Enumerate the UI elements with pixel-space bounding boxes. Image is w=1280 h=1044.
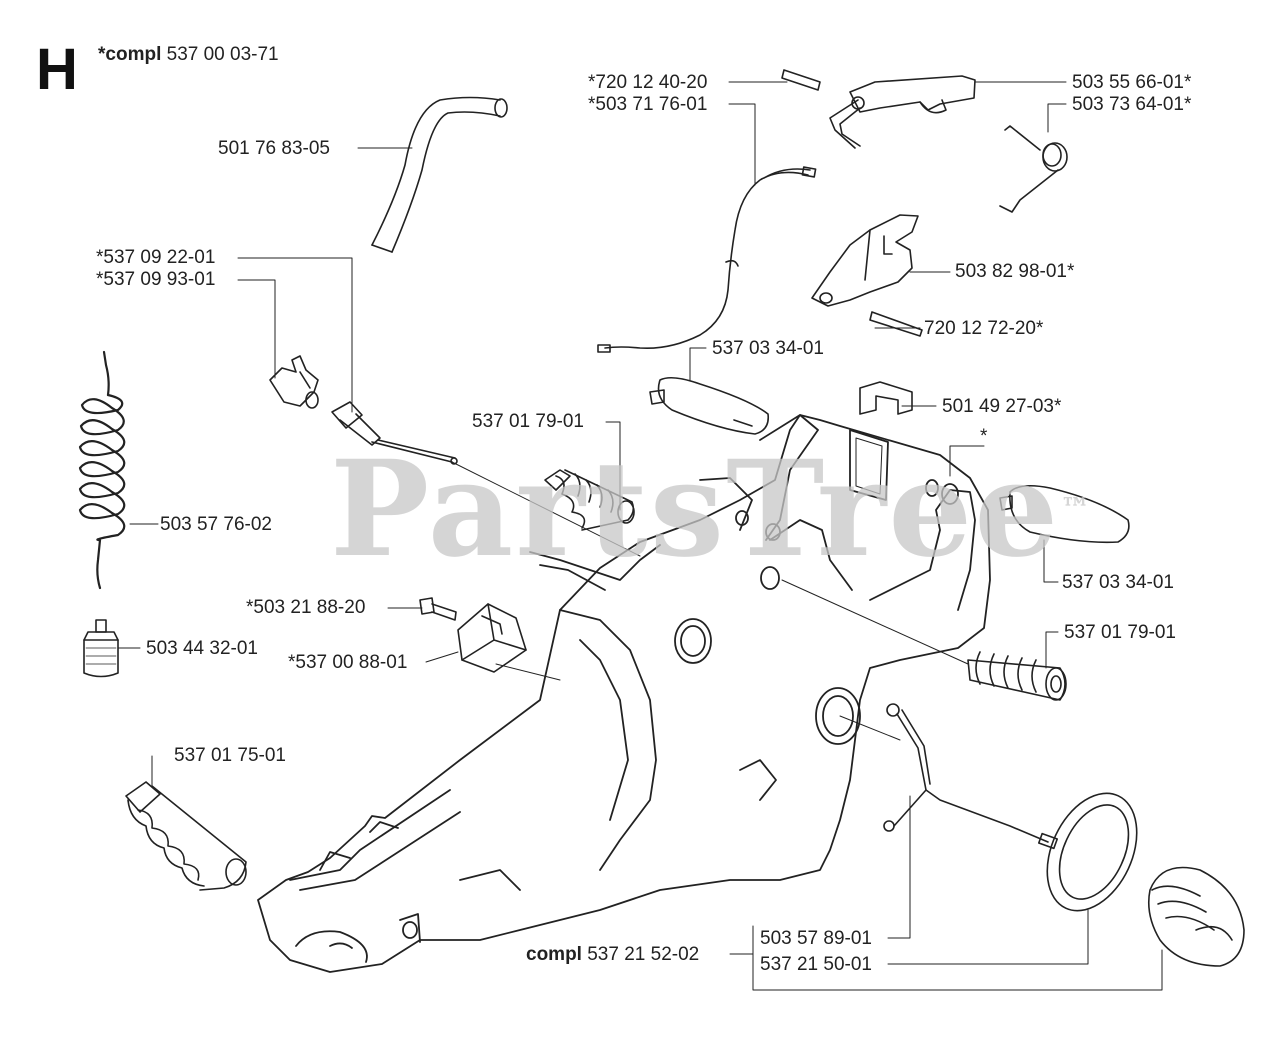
cap-retainer-strap-icon <box>883 703 1059 850</box>
part-label-537-00-88-01[interactable]: *537 00 88-01 <box>288 652 408 673</box>
choke-rod-icon <box>331 401 458 465</box>
part-label-503-57-76-02[interactable]: 503 57 76-02 <box>160 514 272 535</box>
part-label-537-09-93-01[interactable]: *537 09 93-01 <box>96 269 216 290</box>
part-label-537-01-79-01-right[interactable]: 537 01 79-01 <box>1064 622 1176 643</box>
part-label-503-71-76-01[interactable]: *503 71 76-01 <box>588 94 708 115</box>
bracket-clip-icon <box>859 381 913 415</box>
connector-valve-icon <box>269 355 319 409</box>
throttle-cable-icon <box>597 166 817 353</box>
part-label-537-03-34-01-top[interactable]: 537 03 34-01 <box>712 338 824 359</box>
watermark: PartsTree™ <box>330 432 1093 587</box>
part-label-537-09-22-01[interactable]: *537 09 22-01 <box>96 247 216 268</box>
part-label-537-03-34-01-right[interactable]: 537 03 34-01 <box>1062 572 1174 593</box>
fuel-cap-icon <box>1147 866 1245 967</box>
buffer-plug-icon <box>457 603 527 673</box>
part-label-compl-537-21-52-02[interactable]: compl 537 21 52-02 <box>526 944 700 965</box>
cover-plate-icon <box>649 376 770 435</box>
part-label-503-55-66-01[interactable]: 503 55 66-01* <box>1072 72 1192 93</box>
part-label-503-21-88-20[interactable]: *503 21 88-20 <box>246 597 366 618</box>
screw-icon <box>419 597 457 621</box>
part-label-star[interactable]: * <box>980 426 988 447</box>
front-anti-vibration-spring-icon <box>125 781 247 891</box>
leader-lines <box>117 81 1163 991</box>
anti-vibration-spring-right-icon <box>967 651 1067 701</box>
throttle-trigger-icon <box>781 69 976 149</box>
part-label-503-44-32-01[interactable]: 503 44 32-01 <box>146 638 258 659</box>
part-label-503-57-89-01[interactable]: 503 57 89-01 <box>760 928 872 949</box>
part-label-537-01-79-01-top[interactable]: 537 01 79-01 <box>472 411 584 432</box>
fuel-filter-icon <box>83 619 119 678</box>
rear-handle-housing-icon <box>257 414 991 973</box>
part-label-501-76-83-05[interactable]: 501 76 83-05 <box>218 138 330 159</box>
fuel-line-coil-icon <box>78 350 126 590</box>
trigger-spring-icon <box>999 125 1068 213</box>
part-label-720-12-40-20[interactable]: *720 12 40-20 <box>588 72 708 93</box>
part-label-503-73-64-01[interactable]: 503 73 64-01* <box>1072 94 1192 115</box>
anti-vibration-spring-icon <box>544 469 635 531</box>
fuel-cap-seal-icon <box>1046 792 1138 912</box>
part-label-720-12-72-20[interactable]: 720 12 72-20* <box>924 318 1044 339</box>
part-label-501-49-27-03[interactable]: 501 49 27-03* <box>942 396 1062 417</box>
part-label-537-01-75-01[interactable]: 537 01 75-01 <box>174 745 286 766</box>
compl-assembly-label: *compl 537 00 03-71 <box>98 44 279 65</box>
part-label-537-21-50-01[interactable]: 537 21 50-01 <box>760 954 872 975</box>
fuel-hose-icon <box>371 96 508 253</box>
part-label-503-82-98-01[interactable]: 503 82 98-01* <box>955 261 1075 282</box>
section-letter: H <box>36 37 78 102</box>
throttle-lock-icon <box>811 214 923 337</box>
cover-plate-right-icon <box>999 484 1130 544</box>
